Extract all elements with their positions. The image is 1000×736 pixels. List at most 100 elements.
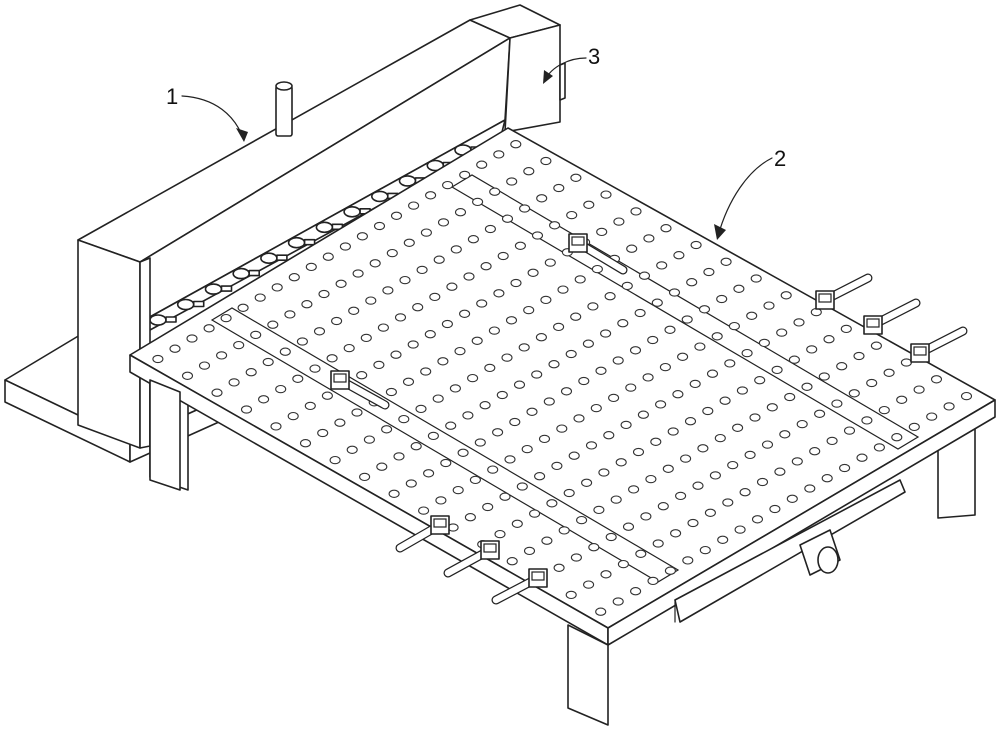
table-hole: [557, 425, 567, 432]
table-hole: [460, 310, 470, 317]
table-hole: [322, 392, 332, 399]
table-hole: [564, 489, 574, 496]
table-hole: [293, 375, 303, 382]
table-hole: [698, 445, 708, 452]
table-hole: [416, 405, 426, 412]
table-hole: [340, 243, 350, 250]
table-hole: [574, 415, 584, 422]
table-hole: [641, 513, 651, 520]
table-hole: [361, 334, 371, 341]
table-hole: [604, 432, 614, 439]
table-hole: [510, 418, 520, 425]
table-hole: [366, 297, 376, 304]
table-hole: [493, 429, 503, 436]
table-hole: [777, 329, 787, 336]
table-hole: [797, 421, 807, 428]
table-hole: [725, 360, 735, 367]
table-hole: [718, 536, 728, 543]
table-hole: [485, 364, 495, 371]
roller-bracket: [277, 255, 287, 260]
table-hole: [370, 260, 380, 267]
table-hole: [693, 482, 703, 489]
table-hole: [764, 302, 774, 309]
table-hole: [443, 182, 453, 189]
table-hole: [433, 395, 443, 402]
table-hole: [845, 427, 855, 434]
table-hole: [559, 527, 569, 534]
table-hole: [558, 286, 568, 293]
table-hole: [758, 478, 768, 485]
table-hole: [802, 383, 812, 390]
table-hole: [661, 225, 671, 232]
table-hole: [704, 268, 714, 275]
table-hole: [453, 487, 463, 494]
table-hole: [319, 290, 329, 297]
table-hole: [495, 531, 505, 538]
table-hole: [715, 435, 725, 442]
cutter-roller: [150, 315, 166, 325]
table-hole: [554, 184, 564, 191]
table-hole: [770, 505, 780, 512]
table-hole: [710, 472, 720, 479]
leader-line-2: [718, 158, 772, 236]
table-hole: [344, 345, 354, 352]
table-hole: [775, 468, 785, 475]
table-hole: [740, 489, 750, 496]
table-hole: [409, 202, 419, 209]
table-hole: [483, 503, 493, 510]
table-hole: [723, 499, 733, 506]
table-hole: [566, 591, 576, 598]
table-hole: [438, 358, 448, 365]
table-hole: [631, 588, 641, 595]
table-hole: [441, 459, 451, 466]
table-hole: [700, 547, 710, 554]
table-hole: [475, 439, 485, 446]
table-hole: [503, 215, 513, 222]
table-hole: [962, 393, 972, 400]
table-hole: [527, 408, 537, 415]
table-hole: [849, 390, 859, 397]
table-hole: [663, 465, 673, 472]
table-hole: [387, 250, 397, 257]
table-hole: [426, 192, 436, 199]
table-hole: [542, 537, 552, 544]
table-hole: [751, 275, 761, 282]
table-hole: [781, 292, 791, 299]
table-hole: [335, 419, 345, 426]
table-hole: [494, 290, 504, 297]
table-hole: [750, 414, 760, 421]
table-hole: [687, 279, 697, 286]
table-hole: [810, 448, 820, 455]
table-hole: [392, 212, 402, 219]
table-hole: [832, 400, 842, 407]
table-hole: [635, 309, 645, 316]
table-hole: [575, 276, 585, 283]
table-hole: [583, 340, 593, 347]
table-hole: [815, 410, 825, 417]
table-hole: [306, 263, 316, 270]
table-hole: [464, 273, 474, 280]
table-hole: [668, 428, 678, 435]
table-hole: [601, 571, 611, 578]
table-hole: [827, 437, 837, 444]
table-hole: [584, 201, 594, 208]
table-hole: [733, 424, 743, 431]
table-hole: [691, 241, 701, 248]
cutter-roller: [344, 207, 360, 217]
table-hole: [519, 344, 529, 351]
table-hole: [605, 293, 615, 300]
table-hole: [451, 246, 461, 253]
table-hole: [614, 218, 624, 225]
table-hole: [631, 347, 641, 354]
table-hole: [901, 359, 911, 366]
table-hole: [289, 274, 299, 281]
table-hole: [734, 285, 744, 292]
table-hole: [505, 456, 515, 463]
table-hole: [425, 331, 435, 338]
table-hole: [229, 379, 239, 386]
table-hole: [310, 365, 320, 372]
table-hole: [759, 339, 769, 346]
table-hole: [547, 500, 557, 507]
table-hole: [541, 296, 551, 303]
table-hole: [571, 554, 581, 561]
